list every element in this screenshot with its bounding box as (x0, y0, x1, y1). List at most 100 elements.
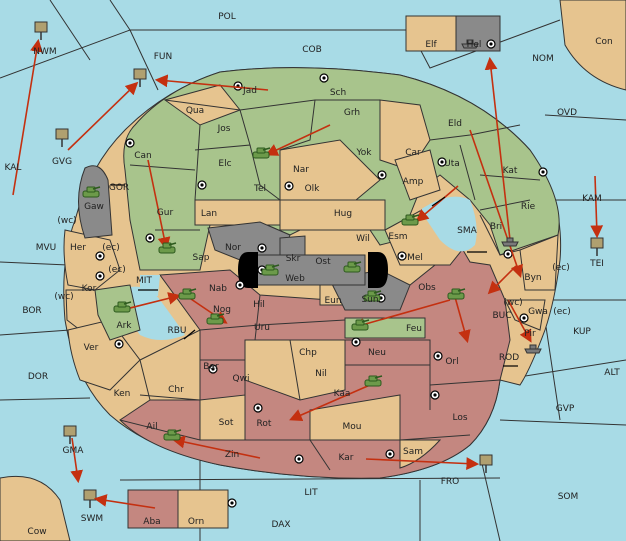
label-hil: Hil (253, 300, 265, 310)
label-lit: LIT (304, 488, 318, 498)
province-ver[interactable] (67, 319, 141, 391)
label-som: SOM (558, 492, 579, 502)
label-lan: Lan (201, 209, 217, 219)
label-buc: BUC (492, 311, 511, 321)
center-cap-west (238, 252, 258, 288)
province-byn[interactable] (519, 234, 559, 291)
label-wc1: (wc) (57, 216, 76, 226)
label-ec1: (ec) (102, 243, 120, 253)
center-cap-east (368, 252, 388, 288)
label-fro: FRO (441, 477, 460, 487)
label-byn: Byn (524, 273, 541, 283)
label-rot: Rot (257, 419, 272, 429)
label-kar: Kar (339, 453, 354, 463)
label-chp: Chp (299, 348, 317, 358)
label-gaw: Gaw (84, 202, 104, 212)
label-aba: Aba (143, 517, 160, 527)
label-eld: Eld (448, 119, 462, 129)
label-pol: POL (218, 12, 236, 22)
label-rod: ROD (499, 353, 519, 363)
province-amp[interactable] (394, 149, 441, 201)
province-nar-olk[interactable] (279, 139, 381, 206)
label-cob: COB (302, 45, 322, 55)
label-dax: DAX (271, 520, 290, 530)
label-her: Her (70, 243, 86, 253)
label-olk: Olk (305, 184, 321, 194)
label-can: Can (134, 151, 152, 161)
label-wil: Wil (356, 234, 370, 244)
label-kaa: Kaa (334, 389, 351, 399)
label-yok: Yok (355, 148, 372, 158)
label-nog: Nog (213, 305, 231, 315)
label-kat: Kat (503, 166, 518, 176)
label-car: Car (405, 148, 421, 158)
label-mit: MIT (136, 276, 152, 286)
province-elf[interactable] (405, 15, 457, 52)
label-hel: Hel (467, 40, 482, 50)
label-ail: Ail (146, 422, 157, 432)
label-pir: Pir (524, 329, 536, 339)
label-tei: TEI (589, 259, 604, 269)
label-esm: Esm (388, 232, 407, 242)
label-los: Los (452, 413, 467, 423)
label-qua: Qua (186, 106, 204, 116)
label-zin: Zin (225, 450, 239, 460)
label-hug: Hug (334, 209, 352, 219)
label-ec2: (ec) (552, 263, 570, 273)
label-gur: Gur (157, 208, 174, 218)
label-gma: GMA (63, 446, 85, 456)
province-aba[interactable] (127, 489, 179, 529)
lake-sma (420, 196, 477, 252)
label-kor: Kor (82, 284, 97, 294)
label-dor: DOR (28, 372, 48, 382)
label-kup: KUP (573, 327, 591, 337)
label-sap: Sap (193, 253, 210, 263)
label-mou: Mou (343, 422, 362, 432)
label-fun: FUN (154, 52, 173, 62)
label-orn: Orn (188, 517, 204, 527)
province-hug[interactable] (279, 199, 386, 231)
label-uru: Uru (254, 323, 270, 333)
label-wc2: (wc) (54, 292, 73, 302)
label-sun: Sun (361, 295, 378, 305)
label-kal: KAL (5, 163, 22, 173)
label-bar: Bar (203, 362, 219, 372)
label-swm: SWM (81, 514, 103, 524)
label-qwi: Qwi (233, 374, 250, 384)
label-elc: Elc (218, 159, 231, 169)
label-skr: Skr (286, 254, 301, 264)
label-wc3: (wc) (503, 298, 522, 308)
label-eun: Eun (324, 296, 341, 306)
label-ost: Ost (315, 257, 331, 267)
label-sch: Sch (330, 88, 346, 98)
supply-centers (95, 39, 548, 508)
province-her[interactable] (63, 229, 121, 291)
province-borders (119, 99, 541, 471)
label-gwa: Gwa (528, 307, 548, 317)
label-feu: Feu (406, 324, 422, 334)
label-bor: BOR (22, 306, 41, 316)
label-bri: Bri (490, 222, 502, 232)
convoy-markers (111, 184, 518, 367)
label-sma: SMA (457, 226, 477, 236)
label-nar: Nar (293, 165, 309, 175)
label-amp: Amp (403, 177, 424, 187)
lake-mit (140, 275, 160, 296)
label-ken: Ken (114, 389, 131, 399)
label-tel: Tel (253, 184, 266, 194)
label-rie: Rie (521, 202, 536, 212)
province-orn[interactable] (177, 489, 229, 529)
province-cow[interactable] (0, 475, 71, 541)
label-gvp: GVP (556, 404, 575, 414)
label-jos: Jos (217, 124, 231, 134)
label-nil: Nil (315, 369, 327, 379)
province-gaw[interactable] (78, 165, 113, 239)
label-mel: Mel (407, 253, 423, 263)
province-labels: POL COB FUN NWM Elf Hel Con NOM OVD KAL … (5, 12, 621, 537)
label-uta: Uta (444, 159, 460, 169)
label-sot: Sot (219, 418, 234, 428)
label-chr: Chr (168, 385, 184, 395)
label-sam: Sam (403, 447, 423, 457)
label-ver: Ver (84, 343, 99, 353)
